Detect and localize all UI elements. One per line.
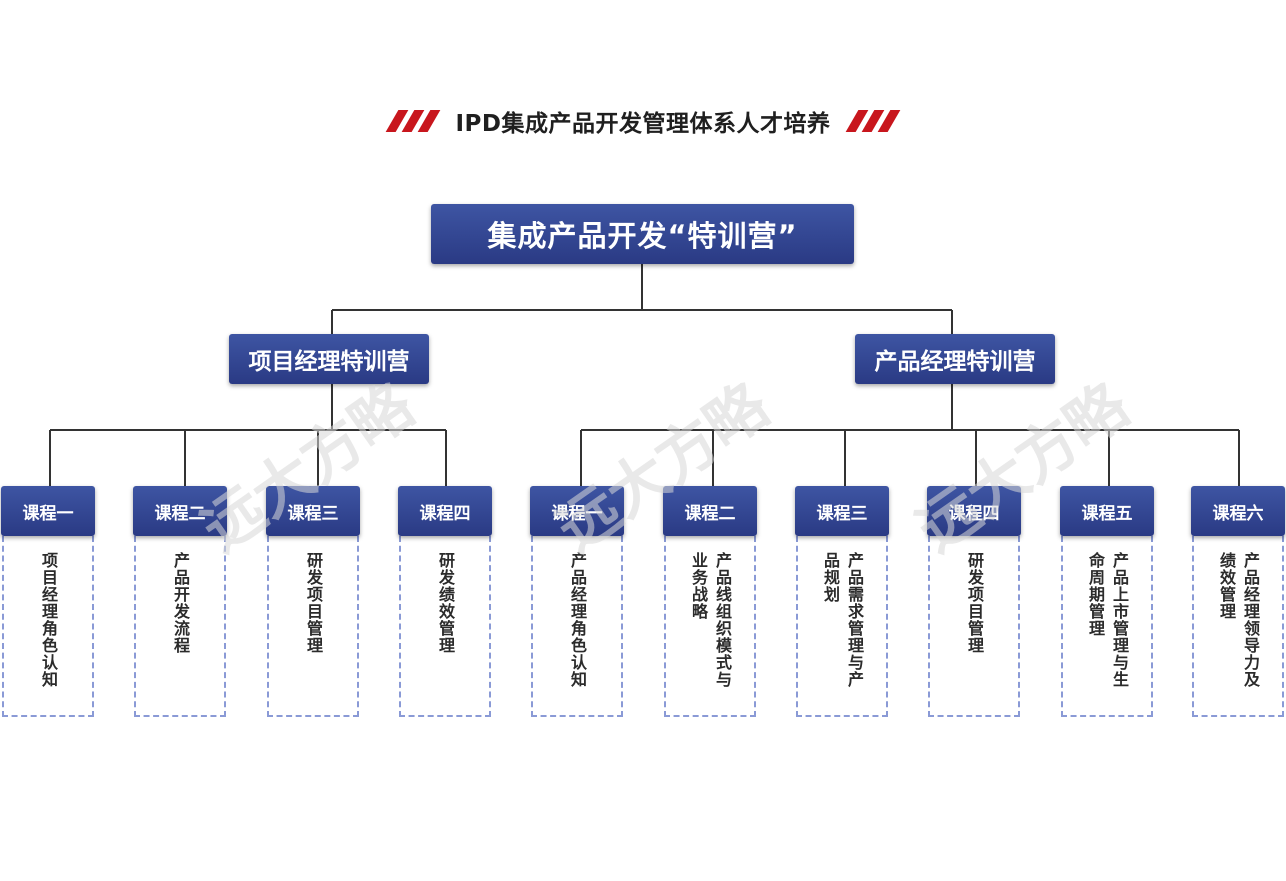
camp-product-manager: 产品经理特训营 (855, 334, 1055, 384)
course-content-box: 项目经理角色认知 (2, 536, 94, 717)
course-header: 课程一 (530, 486, 624, 536)
title-bar: IPD集成产品开发管理体系人才培养 (0, 104, 1286, 138)
course-content: 研发项目管理 (965, 552, 984, 654)
course-header: 课程六 (1191, 486, 1285, 536)
course-header: 课程五 (1060, 486, 1154, 536)
course-content: 项目经理角色认知 (39, 552, 58, 688)
course-header: 课程二 (663, 486, 757, 536)
course-content-box: 产品经理领导力及绩效管理 (1192, 536, 1284, 717)
course-content: 产品线组织模式与业务战略 (689, 552, 732, 688)
course-content: 产品开发流程 (171, 552, 190, 654)
course-content-box: 研发项目管理 (267, 536, 359, 717)
course-content: 产品经理角色认知 (568, 552, 587, 688)
course-content-box: 产品需求管理与产品规划 (796, 536, 888, 717)
camp-project-manager: 项目经理特训营 (229, 334, 429, 384)
course-content: 研发项目管理 (304, 552, 323, 654)
course-content-box: 产品开发流程 (134, 536, 226, 717)
course-content-box: 产品线组织模式与业务战略 (664, 536, 756, 717)
root-node: 集成产品开发“特训营” (431, 204, 854, 264)
course-content-box: 产品经理角色认知 (531, 536, 623, 717)
course-content: 产品经理领导力及绩效管理 (1217, 552, 1260, 688)
course-header: 课程三 (266, 486, 360, 536)
course-content-box: 研发绩效管理 (399, 536, 491, 717)
course-header: 课程四 (927, 486, 1021, 536)
course-content-box: 研发项目管理 (928, 536, 1020, 717)
course-content-box: 产品上市管理与生命周期管理 (1061, 536, 1153, 717)
course-content: 产品上市管理与生命周期管理 (1086, 552, 1129, 688)
course-header: 课程二 (133, 486, 227, 536)
course-header: 课程三 (795, 486, 889, 536)
course-content: 研发绩效管理 (436, 552, 455, 654)
course-header: 课程一 (1, 486, 95, 536)
page-title: IPD集成产品开发管理体系人才培养 (455, 111, 831, 137)
course-content: 产品需求管理与产品规划 (821, 552, 864, 688)
course-header: 课程四 (398, 486, 492, 536)
